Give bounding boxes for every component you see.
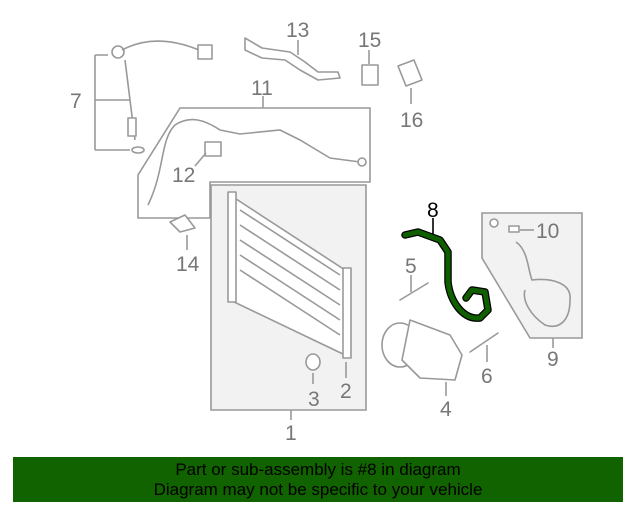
callout-12[interactable]: 12 xyxy=(172,164,195,187)
part-16[interactable] xyxy=(397,59,423,87)
callout-15[interactable]: 15 xyxy=(358,29,381,52)
part-8-hose[interactable] xyxy=(401,228,492,322)
part-14[interactable] xyxy=(169,214,196,233)
banner-part-note: Part or sub-assembly is #8 in diagram xyxy=(175,460,461,479)
part-15[interactable] xyxy=(361,64,379,86)
part-13[interactable] xyxy=(244,37,341,81)
part-5-bolt[interactable] xyxy=(399,282,429,301)
part-9-box xyxy=(481,212,583,339)
callout-6[interactable]: 6 xyxy=(481,365,493,388)
part-3[interactable] xyxy=(305,353,321,371)
part-11-box xyxy=(137,107,371,219)
part-10[interactable] xyxy=(508,225,520,233)
part-1-condenser[interactable] xyxy=(227,191,352,359)
callout-4[interactable]: 4 xyxy=(440,398,452,421)
callout-9[interactable]: 9 xyxy=(547,348,559,371)
callout-7[interactable]: 7 xyxy=(70,90,82,113)
part-7[interactable] xyxy=(94,40,213,154)
callout-2[interactable]: 2 xyxy=(340,380,352,403)
part-6-bolt[interactable] xyxy=(469,332,499,353)
callout-14[interactable]: 14 xyxy=(176,253,200,276)
info-banner: Part or sub-assembly is #8 in diagram Di… xyxy=(13,457,623,502)
part-9[interactable] xyxy=(515,241,571,327)
part-4-compressor[interactable] xyxy=(381,319,463,381)
callout-13[interactable]: 13 xyxy=(286,19,309,42)
callout-11[interactable]: 11 xyxy=(251,77,273,100)
callout-3[interactable]: 3 xyxy=(308,388,320,411)
callout-5[interactable]: 5 xyxy=(405,255,417,278)
banner-disclaimer: Diagram may not be specific to your vehi… xyxy=(153,480,483,499)
callout-8[interactable]: 8 xyxy=(427,199,439,222)
callout-10[interactable]: 10 xyxy=(536,220,559,243)
callout-16[interactable]: 16 xyxy=(400,109,423,132)
part-11[interactable] xyxy=(147,118,361,206)
callout-1[interactable]: 1 xyxy=(285,422,297,445)
part-12[interactable] xyxy=(204,141,222,157)
